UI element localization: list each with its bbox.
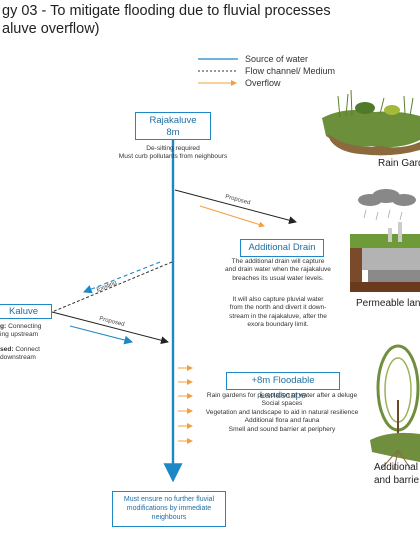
additional-drain-note-1: The additional drain will capture and dr… [225, 258, 331, 282]
kaluve-box: Kaluve [0, 304, 52, 319]
proposed-top-overflow-arrow [199, 205, 265, 228]
permeable-illustration [350, 189, 420, 292]
legend-flow-label: Flow channel/ Medium [245, 66, 336, 76]
permeable-label: Permeable lan [356, 298, 420, 309]
proposed-left-source-arrow [69, 325, 134, 345]
bottom-requirement-box: Must ensure no further fluvial modificat… [112, 491, 226, 527]
legend-overflow-label: Overflow [245, 78, 281, 88]
additional-drain-box: Additional Drain [240, 239, 324, 257]
kaluve-note: g: Connecting ing upstream sed: Connect … [0, 323, 42, 362]
legend-source-label: Source of water [245, 54, 309, 64]
page-title: gy 03 - To mitigate flooding due to fluv… [2, 3, 331, 19]
additional-drain-note-2: It will also capture pluvial water from … [229, 296, 327, 329]
overflow-arrows [178, 365, 193, 444]
proposed-top-arrow [174, 189, 297, 225]
additional-label-2: and barrie [374, 475, 420, 486]
additional-label-1: Additional [374, 462, 418, 473]
rajakaluve-title: Rajakaluve [149, 115, 197, 126]
rajakaluve-note: De-silting required Must curb pollutants… [118, 145, 228, 161]
rajakaluve-width: 8m [166, 127, 180, 138]
existing-flow-line [51, 261, 173, 313]
rain-garden-label: Rain Gard [378, 158, 420, 169]
tree-barrier-illustration [370, 344, 420, 471]
rajakaluve-box: Rajakaluve 8m [135, 112, 211, 140]
proposed-left-arrow [51, 311, 169, 345]
rain-garden-illustration [322, 89, 420, 156]
page-subtitle: aluve overflow) [2, 21, 100, 37]
floodable-landscape-note: Rain gardens for percolation of water af… [205, 392, 359, 433]
floodable-landscape-box: +8m Floodable Landscape [226, 372, 340, 401]
